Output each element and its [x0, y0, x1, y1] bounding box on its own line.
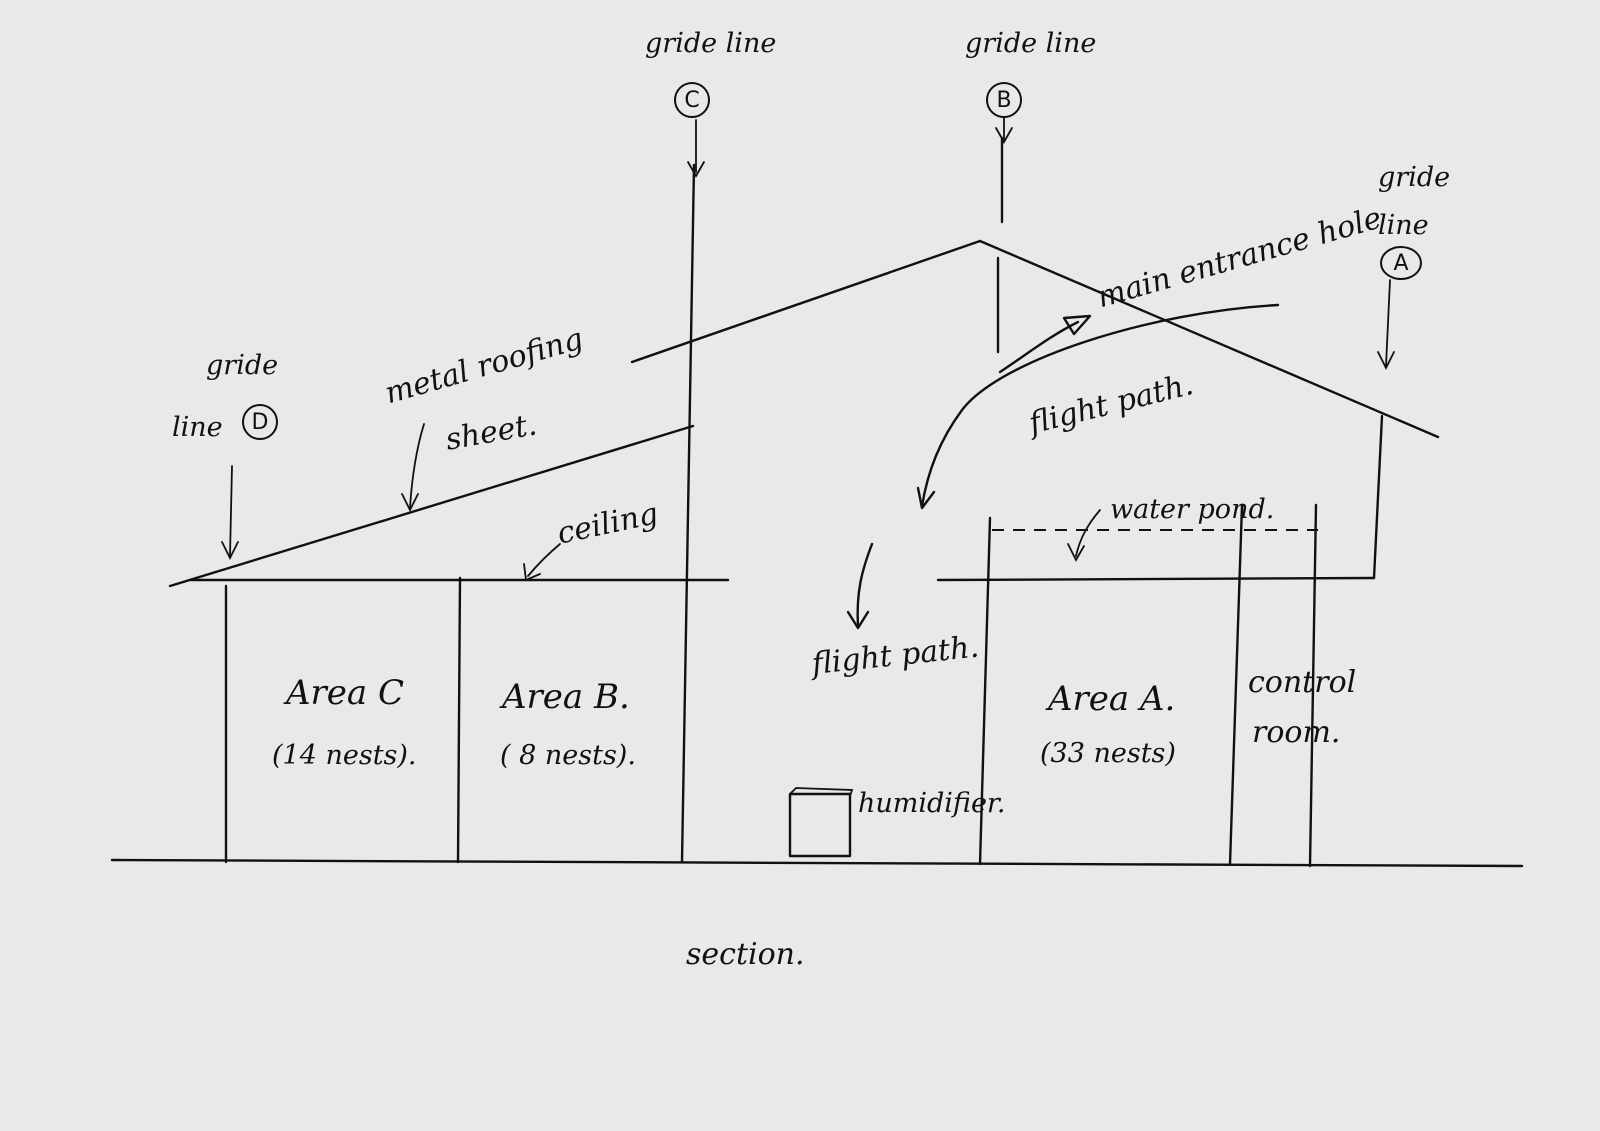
- grid-d-arrow-shaft: [229, 465, 233, 557]
- grid-a-arrowhead: [1377, 351, 1395, 371]
- area-c-title: Area C: [286, 673, 405, 713]
- humidifier-box: [788, 792, 852, 858]
- grid-a-circle: A: [1380, 246, 1422, 280]
- ceiling-right: [936, 576, 1376, 582]
- left-roof-line: [168, 424, 695, 588]
- grid-d-circle: D: [242, 404, 278, 440]
- grid-a-label-line1: gride: [1378, 162, 1451, 193]
- roofing-arrowhead: [401, 493, 419, 513]
- ceiling-arrow-shaft: [527, 543, 561, 577]
- area-a-nests: (33 nests): [1040, 738, 1176, 769]
- grid-c-arrowhead: [687, 161, 705, 178]
- wall-control-room-right: [1308, 503, 1318, 868]
- grid-line-c-vertical: [680, 163, 696, 864]
- grid-c-label: gride line: [645, 28, 777, 59]
- wall-grid-a: [1372, 414, 1384, 580]
- grid-b-label: gride line: [965, 28, 1097, 59]
- water-pond-arrowhead: [1067, 543, 1085, 562]
- area-b-nests: ( 8 nests).: [500, 740, 636, 771]
- control-room-label-line1: control: [1248, 665, 1357, 700]
- humidifier-lid: [789, 787, 854, 797]
- grid-a-arrow-shaft: [1385, 279, 1391, 367]
- control-room-label-line2: room.: [1252, 715, 1341, 750]
- main-entrance-arrow: [998, 320, 1080, 374]
- flight-path-upper-arrowhead: [916, 486, 936, 510]
- grid-c-circle: C: [674, 82, 710, 118]
- water-pond-label: water pond.: [1110, 494, 1275, 525]
- water-pond-arrow-shaft: [1075, 509, 1101, 557]
- grid-d-label-line1: gride: [206, 350, 279, 381]
- upper-roof-line: [630, 239, 982, 364]
- flight-path-lower-arrowhead: [846, 610, 870, 630]
- grid-a-label-line2: line: [1378, 210, 1429, 241]
- flight-path-lower-arrow: [856, 542, 874, 628]
- grid-b-arrowhead: [995, 127, 1013, 144]
- right-roof-line: [978, 239, 1440, 439]
- wall-area-a-left: [978, 516, 992, 866]
- main-entrance-arrowhead: [1062, 314, 1092, 336]
- roofing-arrow-shaft: [409, 423, 425, 509]
- area-a-title: Area A.: [1048, 679, 1176, 719]
- wall-c-b: [456, 576, 462, 864]
- grid-d-arrowhead: [221, 541, 239, 561]
- grid-d-label-line2: line: [172, 412, 223, 443]
- flight-path-upper-curve: [920, 303, 1280, 508]
- wall-area-a-right: [1228, 503, 1244, 866]
- ground-line: [110, 858, 1524, 868]
- humidifier-label: humidifier.: [858, 788, 1006, 819]
- grid-b-circle: B: [986, 82, 1022, 118]
- section-label: section.: [686, 937, 805, 972]
- area-b-title: Area B.: [502, 677, 630, 717]
- area-c-nests: (14 nests).: [272, 740, 417, 771]
- ceiling-arrowhead: [523, 563, 541, 582]
